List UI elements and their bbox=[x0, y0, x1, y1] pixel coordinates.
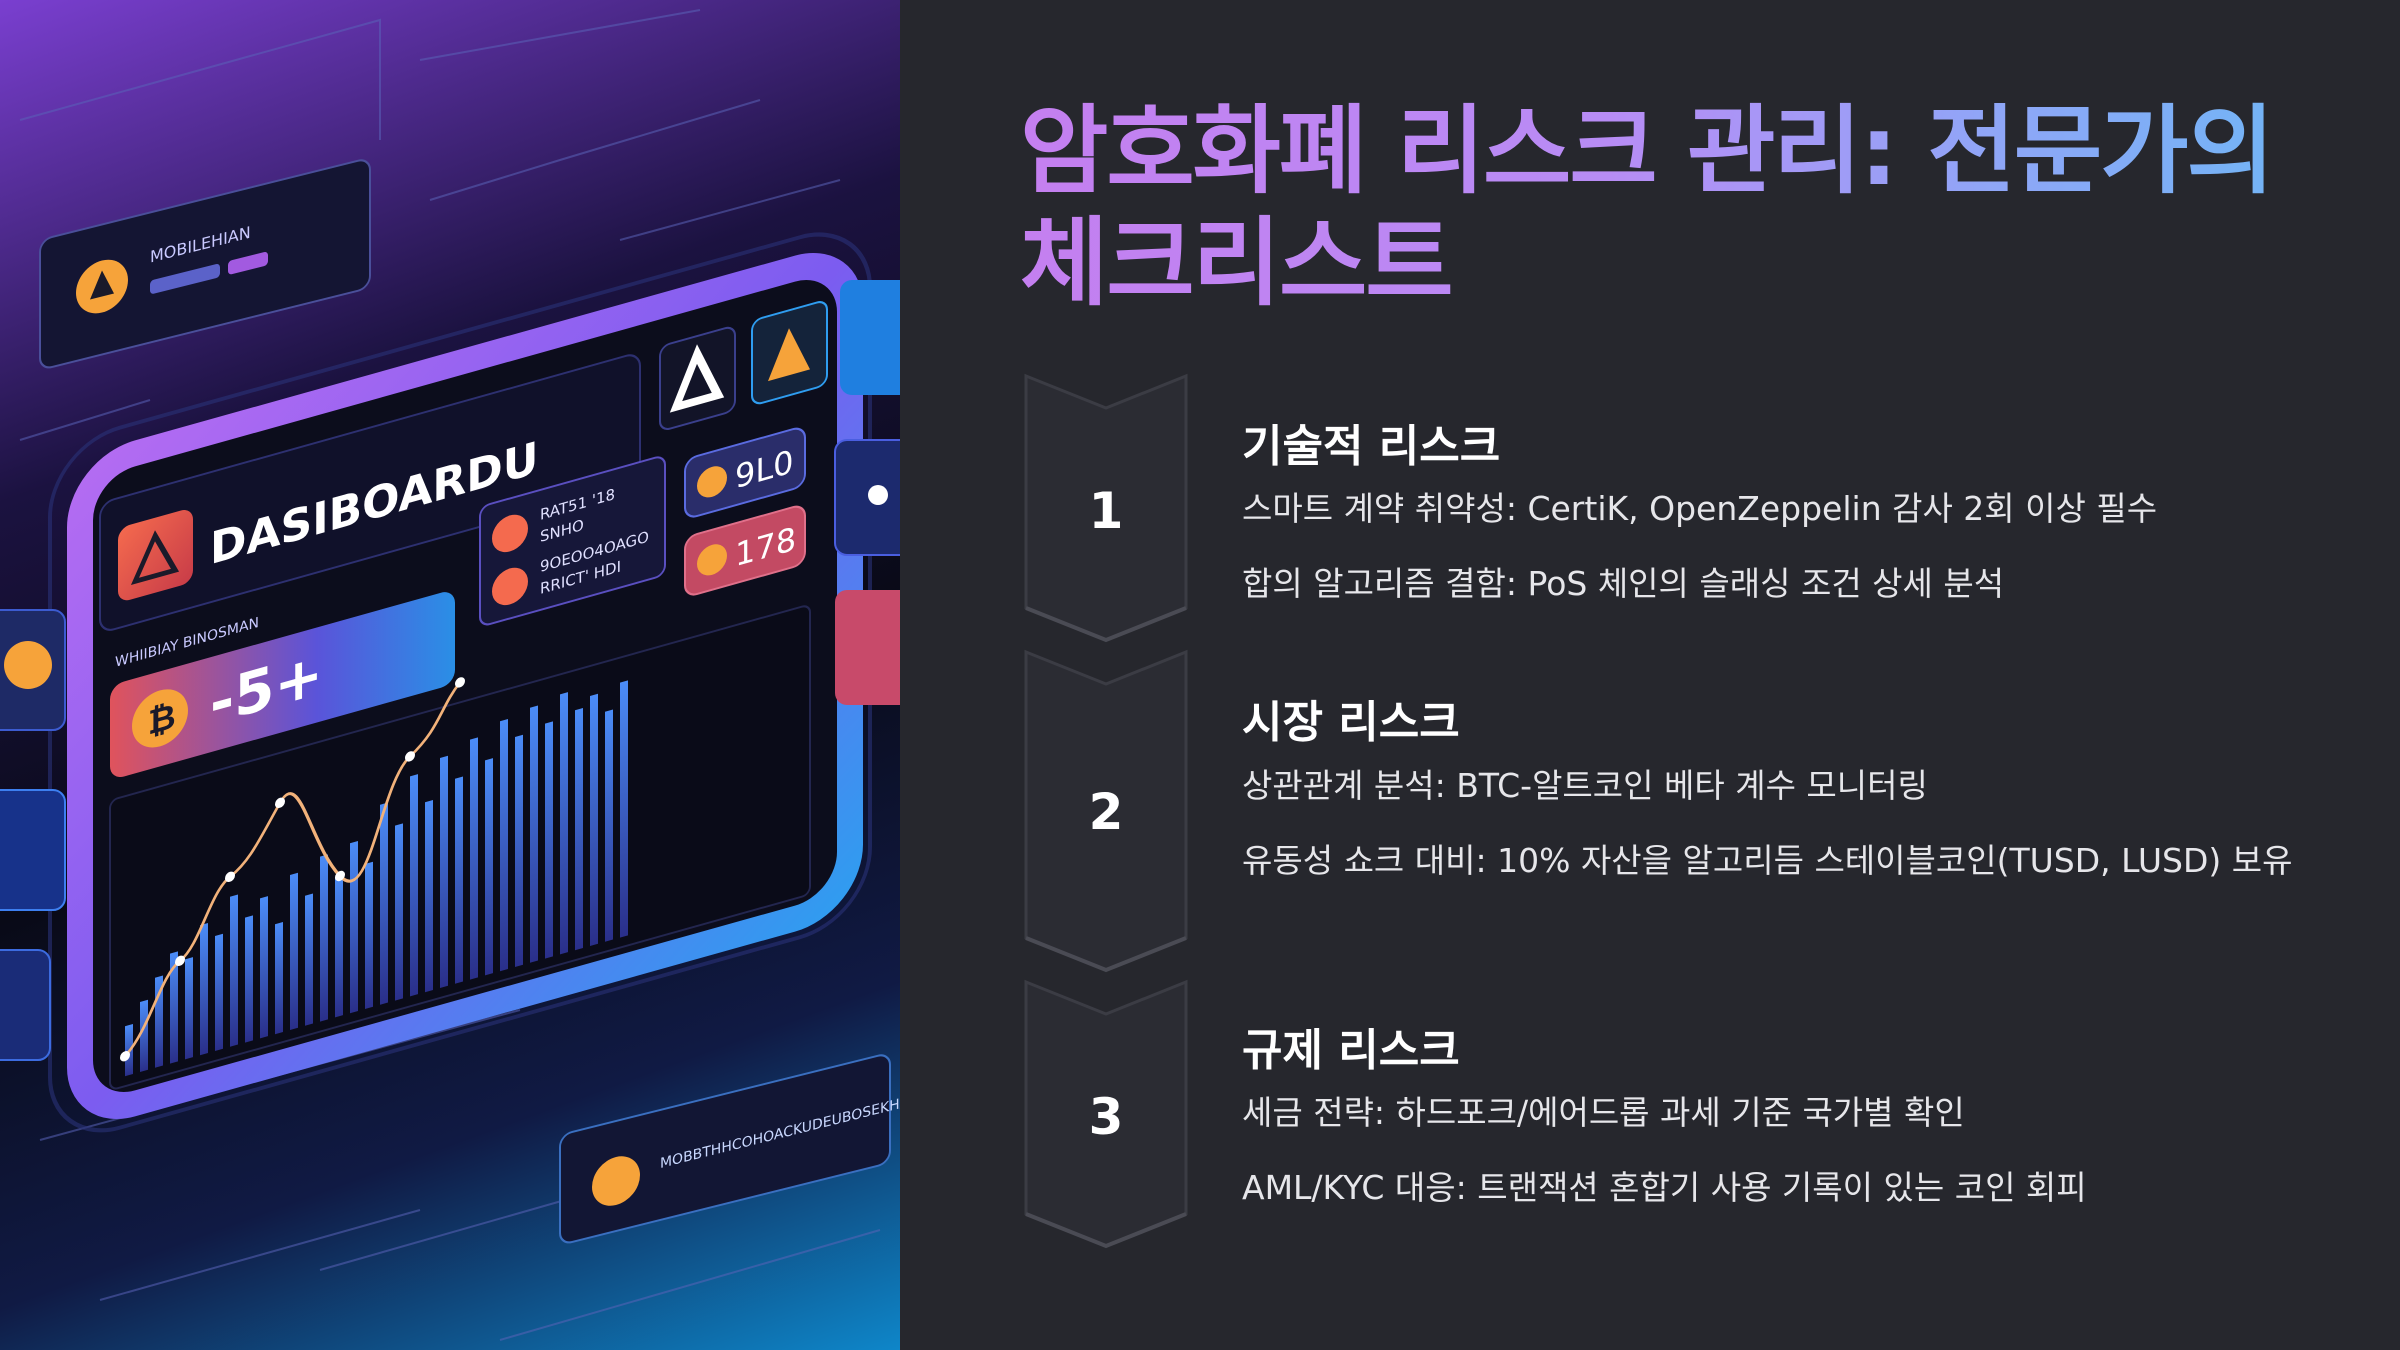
page-title: 암호화폐 리스크 관리: 전문가의 체크리스트 bbox=[1020, 95, 2320, 319]
bitcoin-icon bbox=[132, 689, 188, 748]
step-title: 기술적 리스크 bbox=[1242, 421, 1501, 472]
hero-illustration: MOBILEHIAN DASIBOARDU bbox=[0, 0, 900, 1350]
svg-text:₿: ₿ bbox=[148, 697, 176, 744]
step-title: 규제 리스크 bbox=[1242, 1025, 1460, 1076]
warning-icon bbox=[768, 328, 810, 382]
step-detail: 세금 전략: 하드포크/에어드롭 과세 기준 국가별 확인 bbox=[1242, 1093, 1965, 1132]
step-market-risk: 2 시장 리스크 상관관계 분석: BTC-알트코인 베타 계수 모니터링 유동… bbox=[1020, 648, 2320, 978]
triangle-icon bbox=[669, 344, 725, 413]
right-edge-tiles bbox=[834, 280, 900, 705]
step-title: 시장 리스크 bbox=[1242, 697, 1460, 748]
step-regulatory-risk: 3 규제 리스크 세금 전략: 하드포크/에어드롭 과세 기준 국가별 확인 A… bbox=[1020, 978, 2320, 1253]
dashboard-artwork: MOBILEHIAN DASIBOARDU bbox=[0, 9, 900, 1341]
step-detail: 유동성 쇼크 대비: 10% 자산을 알고리듬 스테이블코인(TUSD, LUS… bbox=[1242, 841, 2293, 880]
step-detail: 스마트 계약 취약성: CertiK, OpenZeppelin 감사 2회 이… bbox=[1242, 489, 2158, 528]
step-detail: 상관관계 분석: BTC-알트코인 베타 계수 모니터링 bbox=[1242, 766, 1928, 805]
chevron-icon bbox=[1024, 649, 1188, 973]
bar-chart bbox=[125, 680, 628, 1077]
floating-card-bottom: MOBBTHHCOHOACKUDEUBOSEKHAV bbox=[559, 1054, 900, 1244]
title-line-1: 암호화폐 리스크 관리: 전문가의 bbox=[1020, 95, 2273, 207]
step-detail: 합의 알고리즘 결함: PoS 체인의 슬래싱 조건 상세 분석 bbox=[1242, 564, 2005, 603]
floating-card-top: MOBILEHIAN bbox=[39, 159, 371, 369]
step-number: 3 bbox=[1088, 1088, 1124, 1146]
step-number: 1 bbox=[1088, 482, 1124, 540]
step-technical-risk: 1 기술적 리스크 스마트 계약 취약성: CertiK, OpenZeppel… bbox=[1020, 372, 2320, 647]
checklist-content: 암호화폐 리스크 관리: 전문가의 체크리스트 1 기술적 리스크 스마트 계약… bbox=[1020, 0, 2320, 1350]
chevron-icon bbox=[1024, 979, 1188, 1249]
title-line-2: 체크리스트 bbox=[1020, 207, 1452, 319]
step-number: 2 bbox=[1088, 783, 1124, 841]
big-value-pill bbox=[110, 592, 455, 778]
chevron-icon bbox=[1024, 373, 1188, 643]
left-edge-tiles bbox=[0, 609, 66, 1061]
step-detail: AML/KYC 대응: 트랜잭션 혼합기 사용 기록이 있는 코인 회피 bbox=[1242, 1168, 2087, 1207]
